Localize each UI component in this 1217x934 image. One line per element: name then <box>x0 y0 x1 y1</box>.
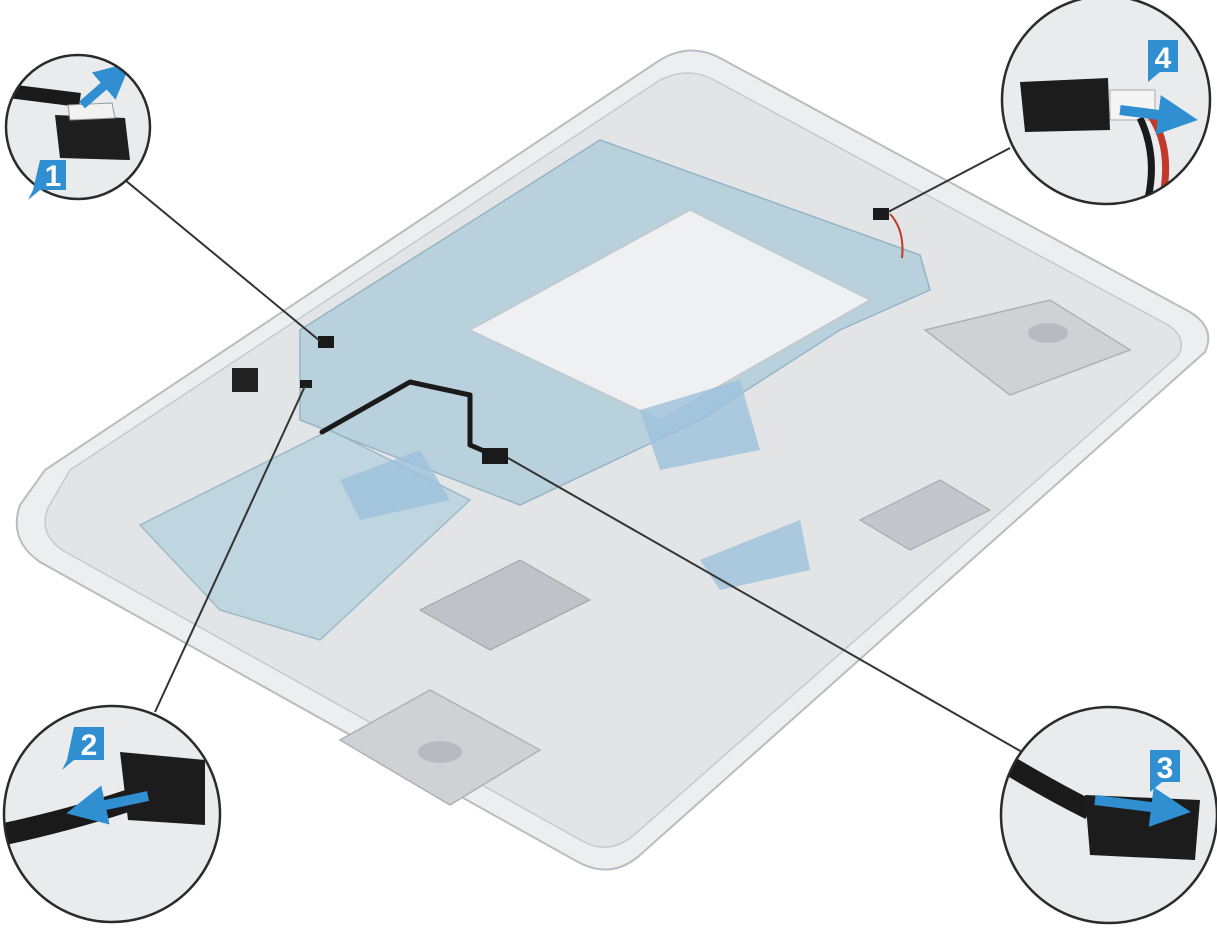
callout-1-arrow <box>79 62 131 109</box>
connector-4-wire <box>889 213 904 259</box>
leader-line-1 <box>124 179 321 342</box>
callout-2: 2 <box>2 704 222 924</box>
callout-3: 3 <box>999 705 1217 925</box>
speaker-left-driver <box>418 741 462 763</box>
callout-4-badge <box>1148 40 1178 82</box>
callout-3-arrow <box>1094 787 1191 827</box>
black-cable <box>319 379 508 463</box>
callout-4: 4 <box>1000 0 1212 206</box>
step-3-number: 3 <box>1157 752 1174 785</box>
ribbon-cable <box>640 380 760 470</box>
callout-3-badge <box>1150 750 1180 792</box>
ribbon-cable <box>340 450 450 520</box>
connector-1-on-board <box>318 336 334 348</box>
component-block <box>418 559 592 651</box>
connector-4-on-board <box>873 208 889 220</box>
speaker-right-driver <box>1028 323 1068 343</box>
callout-2-connector <box>120 752 205 825</box>
callout-4-arrow <box>1119 95 1198 135</box>
step-1-number: 1 <box>45 160 62 193</box>
leader-line-3 <box>507 457 1023 753</box>
callout-1-connector <box>55 115 130 160</box>
connector-2-on-board <box>300 380 312 388</box>
callout-1-ring <box>4 53 152 201</box>
callout-2-ring <box>2 704 222 924</box>
callout-4-connector <box>1020 78 1110 132</box>
ribbon-cable <box>700 520 810 590</box>
callout-2-arrow <box>66 785 150 825</box>
callout-1-badge <box>28 160 66 200</box>
callout-1: 1 <box>4 53 152 201</box>
laptop-base <box>15 49 1210 871</box>
step-2-number: 2 <box>81 729 98 762</box>
connector-3-on-board <box>482 448 508 464</box>
callout-4-ring <box>1000 0 1212 206</box>
callout-2-badge <box>62 727 104 770</box>
speaker-right <box>923 299 1132 396</box>
leader-line-4 <box>887 147 1011 213</box>
shield-plate <box>468 209 872 421</box>
component-block <box>858 479 992 551</box>
step-4-number: 4 <box>1155 42 1172 75</box>
leader-line-2 <box>154 385 306 713</box>
callout-1-latch <box>67 102 116 121</box>
connector-2-housing <box>232 368 258 392</box>
callout-3-ring <box>999 705 1217 925</box>
leader-lines <box>124 147 1023 753</box>
